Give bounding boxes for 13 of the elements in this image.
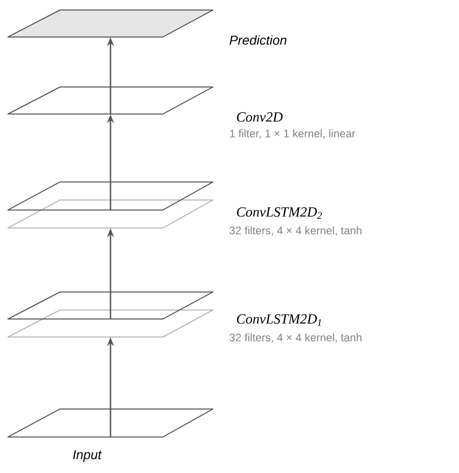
layer-parameters: 32 filters, 4 × 4 kernel, tanh [230,226,362,236]
layer-label: Prediction [230,35,286,45]
plane [8,86,214,114]
plane [8,408,214,438]
layer-name: ConvLSTM2D$_{1}$ [236,314,321,326]
layer-name: Conv2D [236,112,283,122]
plane [8,10,214,38]
stacked-plane [8,292,214,338]
layer-name: ConvLSTM2D$_{2}$ [236,207,322,219]
layer-parameters: 1 filter, 1 × 1 kernel, linear [230,129,356,139]
layer-parameters: 32 filters, 4 × 4 kernel, tanh [230,333,362,343]
layer-label: Input [73,450,102,462]
stacked-plane [8,182,214,228]
